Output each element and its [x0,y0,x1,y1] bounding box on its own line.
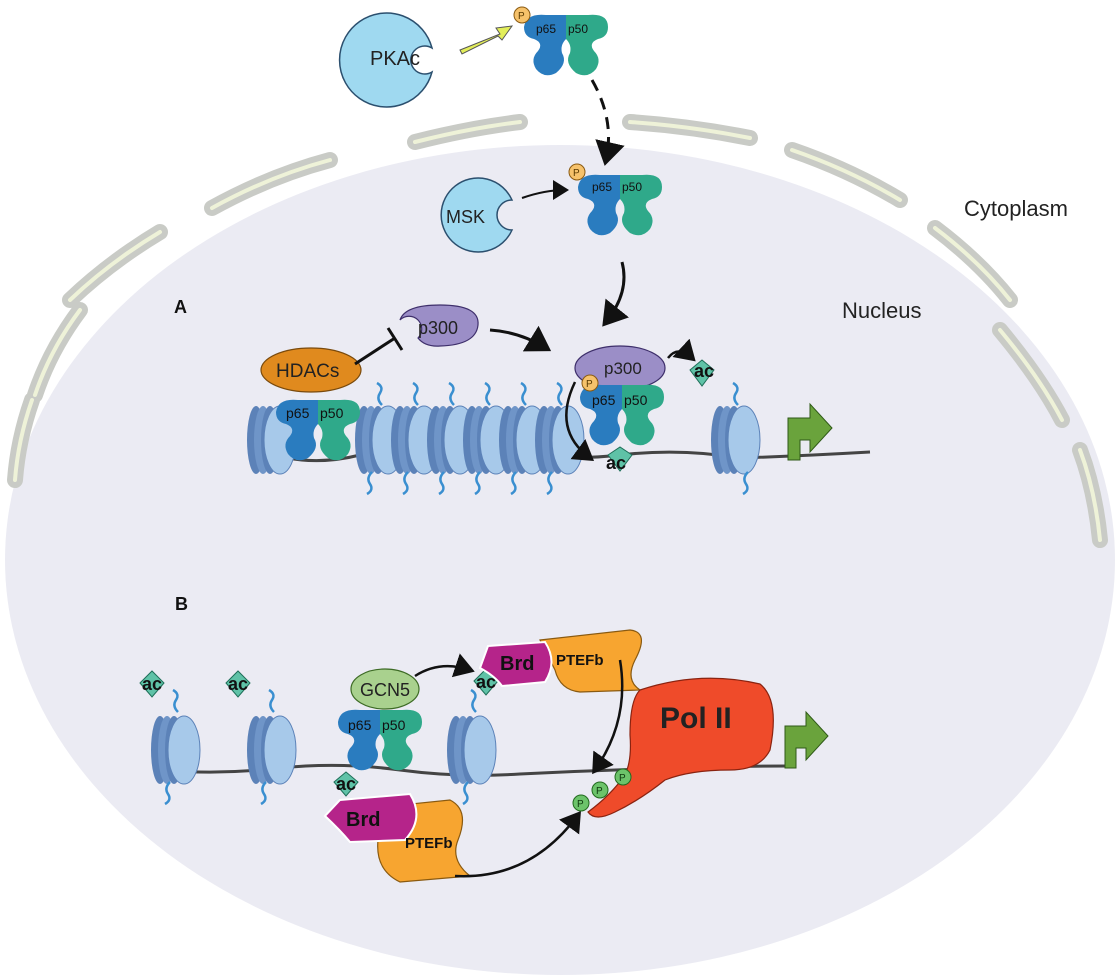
brd-label: Brd [500,653,534,675]
nucleus-body [5,145,1115,975]
acetyl-marker: ac [225,670,251,698]
svg-text:p300: p300 [604,359,642,378]
svg-text:p50: p50 [382,717,406,733]
active-dimer: p65 p50 [580,384,664,446]
gcn5-label: GCN5 [360,680,410,700]
transcription-start-arrow-b [784,710,829,769]
p50-label: p50 [568,22,588,36]
translocation-dashed-arrow [590,79,625,166]
acetylation-arrow-down [565,381,595,461]
acetyl-marker: ac [689,359,715,387]
transcription-start-arrow-a [787,402,833,461]
svg-text:p65: p65 [348,717,372,733]
p65-label: p65 [536,22,556,36]
svg-text:P: P [619,773,626,784]
cytoplasm-label: Cytoplasm [964,196,1068,221]
svg-text:P: P [586,379,593,390]
hdacs-label: HDACs [276,361,339,382]
hdac-bound-dimer: p65 p50 [276,399,360,461]
hdac-inhibition-line [354,327,404,366]
pkac-label: PKAc [370,48,420,70]
msk-label: MSK [446,207,485,227]
svg-text:P: P [518,11,525,22]
svg-text:P: P [596,786,603,797]
phospho-marker: P [581,374,599,392]
ctd-phospho-markers: P P P [572,768,632,812]
svg-text:P: P [577,799,584,810]
gcn5-arrow [414,653,475,678]
pkac-arrow [459,25,514,55]
brd-ptefb-lower: Brd PTEFb [323,792,472,883]
hdacs-complex: HDACs [260,347,362,393]
svg-text:ac: ac [606,453,626,473]
acetyl-marker: ac [606,446,633,473]
svg-text:ac: ac [694,361,714,381]
ptefb-to-pol2-arrow-upper [592,659,624,775]
p300-recruit-arrow [489,325,552,352]
pkac-kinase: PKAc [338,12,434,108]
msk-arrow [521,180,569,201]
svg-text:Brd: Brd [346,809,380,831]
pol2-label: Pol II [660,702,732,735]
svg-text:PTEFb: PTEFb [405,835,453,852]
ptefb-to-pol2-arrow-lower [454,810,581,878]
p300-free: p300 [399,304,479,347]
gcn5-complex: GCN5 [350,668,420,710]
brd-ptefb-upper: Brd PTEFb [478,629,642,693]
svg-text:p50: p50 [320,405,344,421]
svg-text:P: P [573,168,580,179]
panel-a-label: A [174,297,187,317]
p300-label: p300 [418,318,458,338]
acetylation-arrow-right [667,338,696,362]
msk-kinase: MSK [440,177,514,253]
to-chromatin-arrow [602,261,629,327]
acetyl-marker: ac [139,670,165,698]
nucleus-label: Nucleus [842,298,921,323]
svg-text:ac: ac [228,674,248,694]
svg-text:ac: ac [476,672,496,692]
gcn5-bound-dimer: p65 p50 [338,709,422,771]
svg-text:p65: p65 [592,392,616,408]
svg-text:p50: p50 [624,392,648,408]
acetyl-marker: ac [333,771,359,797]
panel-b-label: B [175,594,188,614]
phospho-marker: P [568,163,586,181]
svg-text:p50: p50 [622,180,642,194]
svg-text:p65: p65 [286,405,310,421]
pol2-complex: Pol II [587,677,774,818]
nuclear-envelope [7,114,1108,548]
cytoplasm-p65-p50-dimer: p65 p50 [524,14,608,76]
svg-text:p65: p65 [592,180,612,194]
ptefb-label: PTEFb [556,652,604,669]
phospho-marker: P [513,6,531,24]
svg-text:ac: ac [142,674,162,694]
svg-text:ac: ac [336,774,356,794]
nuclear-p65-p50-dimer: p65 p50 [578,174,662,236]
